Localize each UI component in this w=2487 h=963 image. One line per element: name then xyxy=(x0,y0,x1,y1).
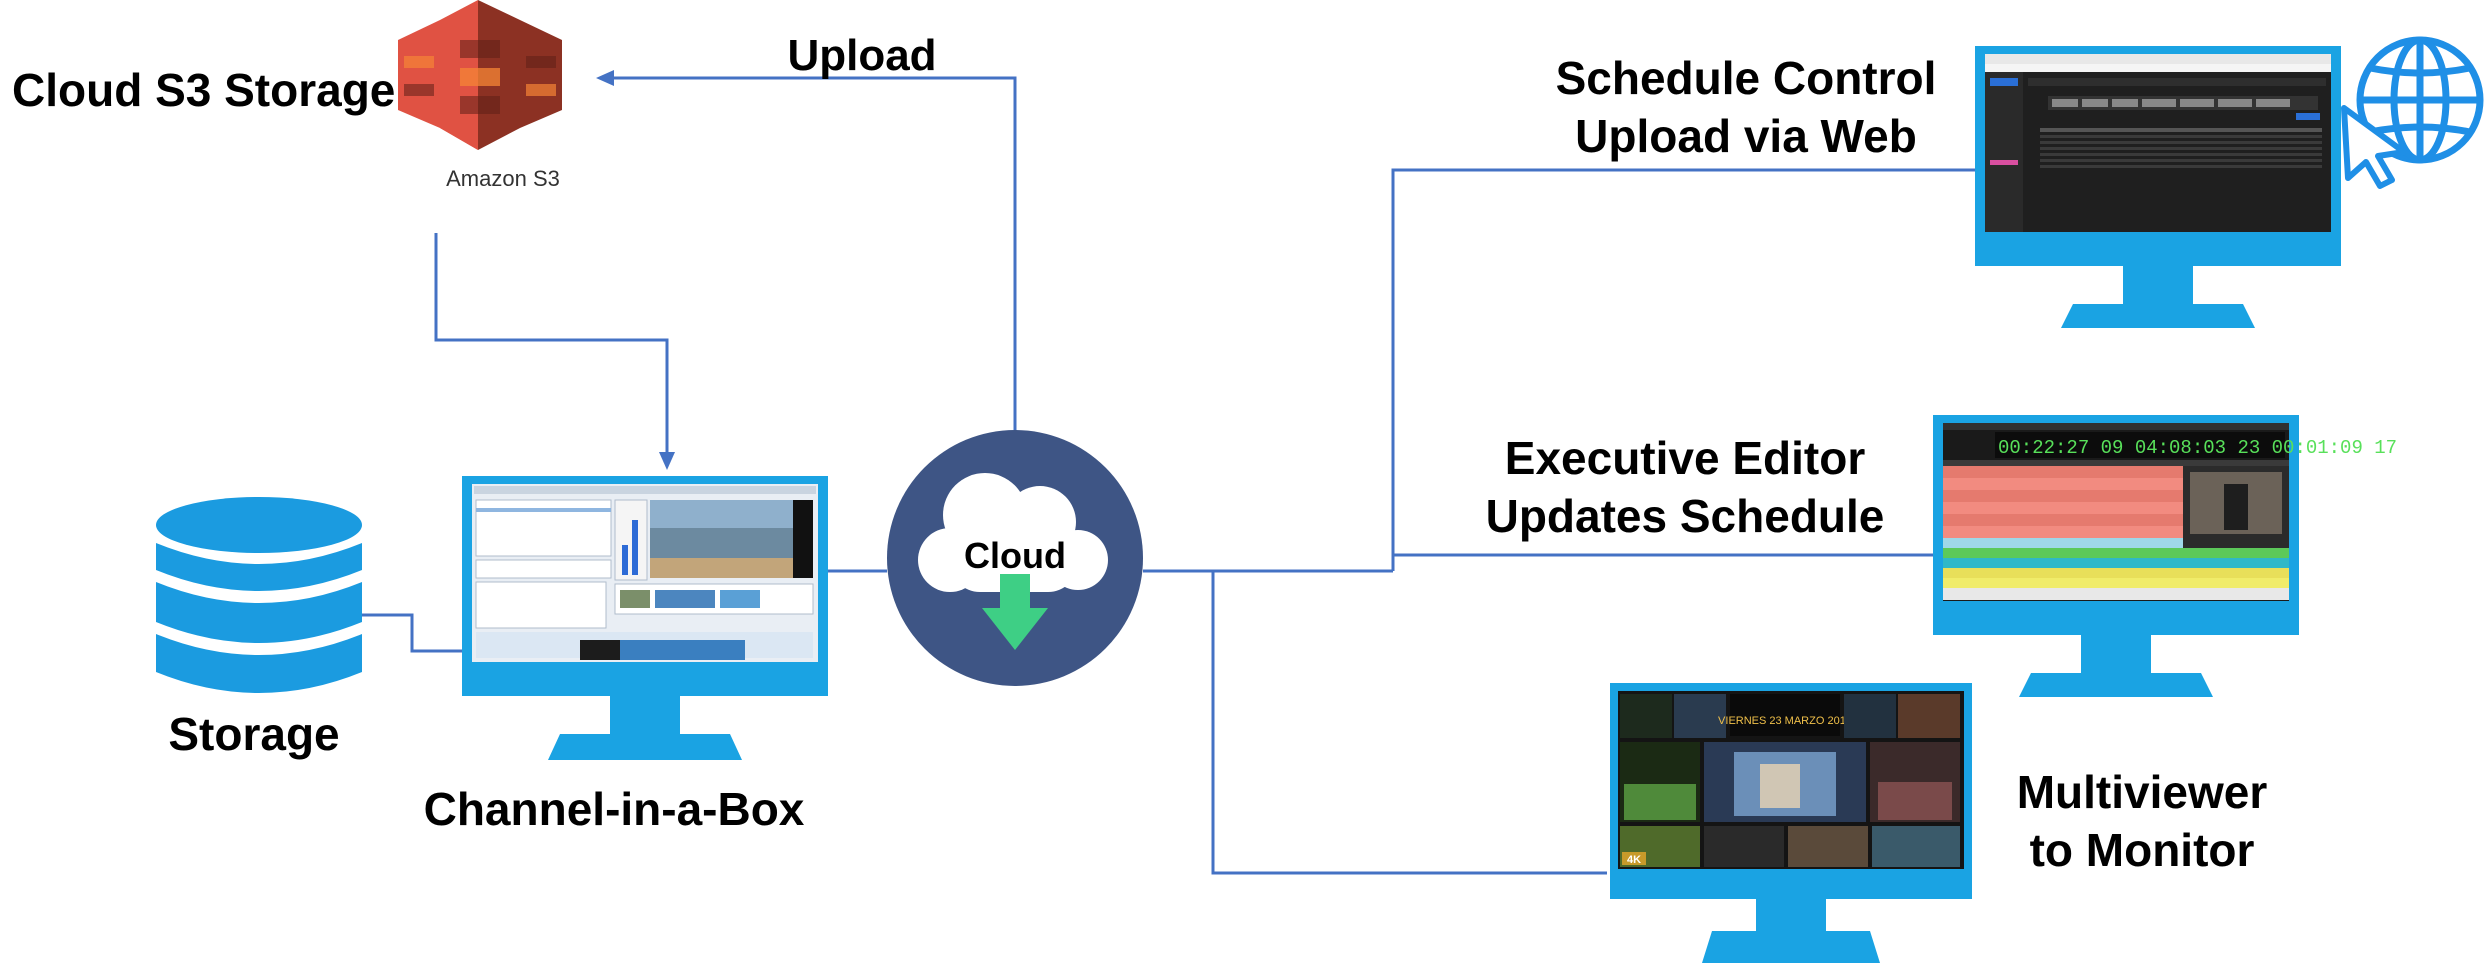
multiviewer-4k-badge: 4K xyxy=(1627,854,1641,866)
timecode-display: 00:22:27 09 04:08:03 23 00:01:09 17 xyxy=(1998,437,2397,459)
executive-editor-label-line1: Executive Editor xyxy=(1505,432,1866,484)
monitor-neck xyxy=(2123,266,2193,304)
multiviewer-monitor: VIERNES 23 MARZO 2018 4K xyxy=(1610,683,1972,963)
multiviewer-date: VIERNES 23 MARZO 2018 xyxy=(1718,715,1852,727)
s3-to-channel-arrowhead xyxy=(659,452,675,470)
schedule-control-label-line2: Upload via Web xyxy=(1575,110,1917,162)
executive-editor-label-line2: Updates Schedule xyxy=(1486,490,1885,542)
channel-in-a-box-monitor xyxy=(462,476,828,760)
cloud-icon xyxy=(918,473,1108,592)
cloud-hub: Cloud xyxy=(887,430,1143,686)
amazon-s3-icon xyxy=(398,0,562,150)
upload-connector xyxy=(600,76,1017,430)
monitor-neck xyxy=(1756,899,1826,931)
cloud-s3-storage-title: Cloud S3 Storage xyxy=(12,64,395,116)
download-arrow-icon xyxy=(982,574,1048,650)
upload-label: Upload xyxy=(787,31,936,80)
multiviewer-label-line2: to Monitor xyxy=(2030,824,2255,876)
channel-in-a-box-label: Channel-in-a-Box xyxy=(424,783,805,835)
storage-to-channel-connector xyxy=(362,613,466,653)
upload-arrowhead xyxy=(596,70,614,86)
schedule-control-monitor xyxy=(1975,46,2341,328)
storage-label: Storage xyxy=(168,708,339,760)
schedule-control-label-line1: Schedule Control xyxy=(1556,52,1937,104)
monitor-base xyxy=(548,734,742,760)
multiviewer-label-line1: Multiviewer xyxy=(2017,766,2268,818)
monitor-neck xyxy=(2081,635,2151,673)
to-schedule-connector xyxy=(1391,168,1975,571)
database-icon xyxy=(156,497,362,693)
to-multiviewer-connector xyxy=(1211,571,1607,875)
cloud-label: Cloud xyxy=(964,535,1066,576)
monitor-base xyxy=(1702,931,1880,963)
s3-to-channel-connector xyxy=(434,233,669,462)
executive-editor-monitor: 00:22:27 09 04:08:03 23 00:01:09 17 xyxy=(1933,415,2397,697)
globe-cursor-icon xyxy=(2356,36,2484,164)
monitor-neck xyxy=(610,696,680,734)
cursor-icon xyxy=(2341,105,2407,189)
amazon-s3-caption: Amazon S3 xyxy=(446,166,560,191)
connectors xyxy=(362,70,1975,875)
monitor-base xyxy=(2019,673,2213,697)
monitor-base xyxy=(2061,304,2255,328)
